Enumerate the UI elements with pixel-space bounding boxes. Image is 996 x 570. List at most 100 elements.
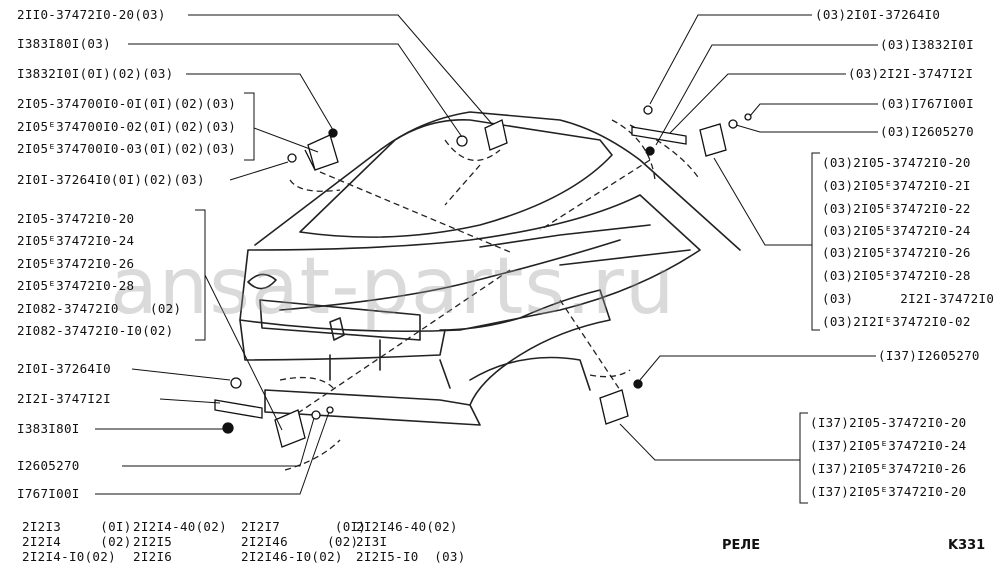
part-label: (03)I3832I0I xyxy=(880,37,974,52)
leader-line xyxy=(229,161,289,181)
model-code: 2I2I46 (02) xyxy=(241,534,359,549)
part-label: 2I05ᴱ374700I0-03(0I)(02)(03) xyxy=(17,141,237,156)
part-label: (03)I767I00I xyxy=(880,96,974,111)
car-grille xyxy=(239,319,446,361)
part-label: 2I05ᴱ37472I0-28 xyxy=(17,278,135,293)
relay-bracket-icon xyxy=(304,149,316,171)
screw-icon xyxy=(287,153,297,163)
car-grille-inner xyxy=(259,299,421,341)
nut-icon xyxy=(633,379,643,389)
part-label: 2I082-37472I0 (02) xyxy=(17,301,182,316)
dashed-leader-3 xyxy=(539,159,651,231)
model-code: 2I2I46-40(02) xyxy=(356,519,458,534)
part-label: (03)2I0I-37264I0 xyxy=(815,7,941,22)
washer-icon xyxy=(311,410,321,420)
car-fender-right xyxy=(439,289,611,406)
leader-line xyxy=(253,127,319,153)
part-label: I3832I0I(0I)(02)(03) xyxy=(17,66,174,81)
washer-icon xyxy=(728,119,738,129)
part-label: I2605270 xyxy=(17,458,80,473)
model-code: 2I3I xyxy=(356,534,388,549)
bracket-right-2 xyxy=(799,412,808,504)
model-code: 2I2I6 xyxy=(133,549,173,564)
car-windshield xyxy=(299,119,613,238)
part-label: I767I00I xyxy=(17,486,80,501)
part-label: (I37)2I05ᴱ37472I0-24 xyxy=(810,438,967,453)
leader-line xyxy=(649,14,812,105)
relay-icon xyxy=(484,119,508,151)
leader-line xyxy=(735,124,878,133)
screw-icon xyxy=(326,406,334,414)
bracket-left-2 xyxy=(195,209,206,341)
car-bumper xyxy=(264,389,481,426)
model-code: 2I2I4-40(02) xyxy=(133,519,227,534)
leader-line xyxy=(188,14,493,125)
screw-icon xyxy=(643,105,653,115)
part-label: 2I05ᴱ374700I0-02(0I)(02)(03) xyxy=(17,119,237,134)
part-label: 2I0I-37264I0(0I)(02)(03) xyxy=(17,172,205,187)
car-hood xyxy=(239,194,701,333)
leader-line xyxy=(122,417,315,467)
relay-icon xyxy=(274,409,306,448)
dashed-arc-1 xyxy=(289,179,341,192)
model-code: 2I2I7 (0I) xyxy=(241,519,367,534)
leader-line xyxy=(128,43,463,138)
nut-icon xyxy=(456,135,468,147)
relay-icon xyxy=(599,389,629,425)
part-label: (I37)2I05ᴱ37472I0-26 xyxy=(810,461,967,476)
leader-line xyxy=(639,355,876,381)
nut-icon xyxy=(328,128,338,138)
leader-line xyxy=(669,73,846,134)
leader-line xyxy=(159,398,221,404)
nut-icon xyxy=(645,146,655,156)
dashed-arc-2 xyxy=(444,139,501,162)
bracket-left-1 xyxy=(244,92,255,161)
leader-line xyxy=(749,103,878,117)
dashed-arc-5 xyxy=(589,369,631,378)
bracket-icon xyxy=(631,126,687,145)
part-label: 2I05ᴱ37472I0-24 xyxy=(17,233,135,248)
part-label: (03)2I2I-3747I2I xyxy=(848,66,974,81)
part-label: 2I0I-37264I0 xyxy=(17,361,111,376)
leader-line xyxy=(713,157,812,246)
leader-line xyxy=(619,423,800,461)
part-label: 2I05ᴱ37472I0-26 xyxy=(17,256,135,271)
model-code: 2I2I5-I0 (03) xyxy=(356,549,466,564)
part-label: (03)2I2Iᴱ37472I0-02 xyxy=(822,314,971,329)
dashed-leader-1 xyxy=(319,171,511,253)
part-label: (03)2I05ᴱ37472I0-26 xyxy=(822,245,971,260)
dashed-leader-4 xyxy=(294,269,511,416)
part-label: 2II0-37472I0-20(03) xyxy=(17,7,166,22)
part-label: (03)2I05ᴱ37472I0-28 xyxy=(822,268,971,283)
dashed-leader-2 xyxy=(444,164,481,206)
part-label: I383I80I(03) xyxy=(17,36,111,51)
diagram-title: РЕЛЕ xyxy=(722,538,761,553)
page-code: K331 xyxy=(948,538,986,553)
relay-icon xyxy=(307,134,339,171)
leader-line xyxy=(204,274,283,431)
car-emblem xyxy=(329,317,345,341)
part-label: 2I05-374700I0-0I(0I)(02)(03) xyxy=(17,96,237,111)
leader-line xyxy=(186,73,334,131)
model-code: 2I2I4 (02) xyxy=(22,534,132,549)
part-label: 2I2I-3747I2I xyxy=(17,391,111,406)
screw-icon xyxy=(744,113,752,121)
part-label: (I37)I2605270 xyxy=(878,348,980,363)
model-code: 2I2I3 (0I) xyxy=(22,519,132,534)
part-label: (03)2I05ᴱ37472I0-22 xyxy=(822,201,971,216)
part-label: (I37)2I05ᴱ37472I0-20 xyxy=(810,484,967,499)
dashed-leader-5 xyxy=(559,299,621,391)
part-label: (03)I2605270 xyxy=(880,124,974,139)
leader-line xyxy=(95,411,330,495)
car-side-line xyxy=(479,224,691,266)
part-label: (03)2I05-37472I0-20 xyxy=(822,155,971,170)
model-code: 2I2I5 xyxy=(133,534,173,549)
bracket-icon xyxy=(214,399,263,419)
nut-icon xyxy=(222,422,234,434)
bracket-right-1 xyxy=(811,152,820,331)
dashed-arc-4 xyxy=(279,376,341,471)
part-label: (03)2I05ᴱ37472I0-2I xyxy=(822,178,971,193)
part-label: I383I80I xyxy=(17,421,80,436)
